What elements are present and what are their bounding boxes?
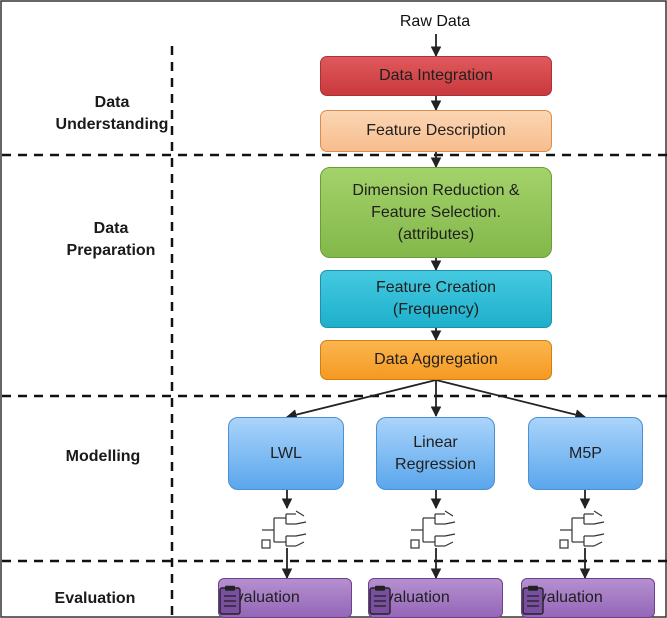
arrow-aggregation-to-lwl bbox=[285, 379, 437, 420]
feature-description-label: Feature Description bbox=[366, 122, 506, 139]
data-integration-box: Data Integration bbox=[320, 56, 552, 96]
feature-creation-line2: (Frequency) bbox=[392, 301, 480, 318]
tree-icon bbox=[410, 510, 456, 549]
phase-label-evaluation: Evaluation bbox=[54, 590, 136, 607]
model-m5p-box: M5P bbox=[528, 417, 643, 490]
feature-creation-line1: Feature Creation bbox=[375, 279, 497, 296]
phase-label-preparation: Data Preparation bbox=[36, 218, 186, 262]
clipboard-icon bbox=[219, 585, 241, 615]
dimension-reduction-box: Dimension Reduction & Feature Selection.… bbox=[320, 167, 552, 258]
data-aggregation-label: Data Aggregation bbox=[374, 351, 498, 368]
evaluation-label-2: Evaluation bbox=[375, 589, 450, 606]
clipboard-icon bbox=[522, 585, 544, 615]
phase-label-understanding: Data Understanding bbox=[37, 92, 187, 136]
model-linear-regression-box: Linear Regression bbox=[376, 417, 495, 490]
model-lwl-label: LWL bbox=[270, 444, 302, 462]
arrow-aggregation-to-m5p bbox=[435, 379, 587, 420]
evaluation-box-1: Evaluation bbox=[218, 578, 352, 618]
dimension-reduction-line1: Dimension Reduction & bbox=[352, 181, 520, 199]
tree-icon bbox=[559, 510, 605, 549]
phase-label-understanding-line2: Understanding bbox=[55, 116, 169, 133]
evaluation-label-1: Evaluation bbox=[225, 589, 300, 606]
clipboard-icon bbox=[369, 585, 391, 615]
feature-creation-box: Feature Creation (Frequency) bbox=[320, 270, 552, 328]
dimension-reduction-line2: Feature Selection. bbox=[371, 203, 501, 221]
model-linear-line2: Regression bbox=[395, 455, 476, 473]
dimension-reduction-line3: (attributes) bbox=[397, 225, 475, 243]
evaluation-box-2: Evaluation bbox=[368, 578, 503, 618]
data-integration-label: Data Integration bbox=[379, 67, 493, 84]
data-aggregation-box: Data Aggregation bbox=[320, 340, 552, 380]
phase-label-preparation-line1: Data bbox=[93, 220, 129, 237]
feature-description-box: Feature Description bbox=[320, 110, 552, 152]
phase-label-understanding-line1: Data bbox=[94, 94, 130, 111]
phase-label-preparation-line2: Preparation bbox=[66, 242, 156, 259]
model-linear-line1: Linear bbox=[413, 433, 458, 451]
tree-icon bbox=[261, 510, 307, 549]
phase-label-modelling: Modelling bbox=[65, 448, 141, 465]
raw-data-label: Raw Data bbox=[399, 13, 471, 30]
model-lwl-box: LWL bbox=[228, 417, 344, 490]
model-m5p-label: M5P bbox=[569, 444, 602, 462]
evaluation-label-3: Evaluation bbox=[528, 589, 603, 606]
evaluation-box-3: Evaluation bbox=[521, 578, 655, 618]
